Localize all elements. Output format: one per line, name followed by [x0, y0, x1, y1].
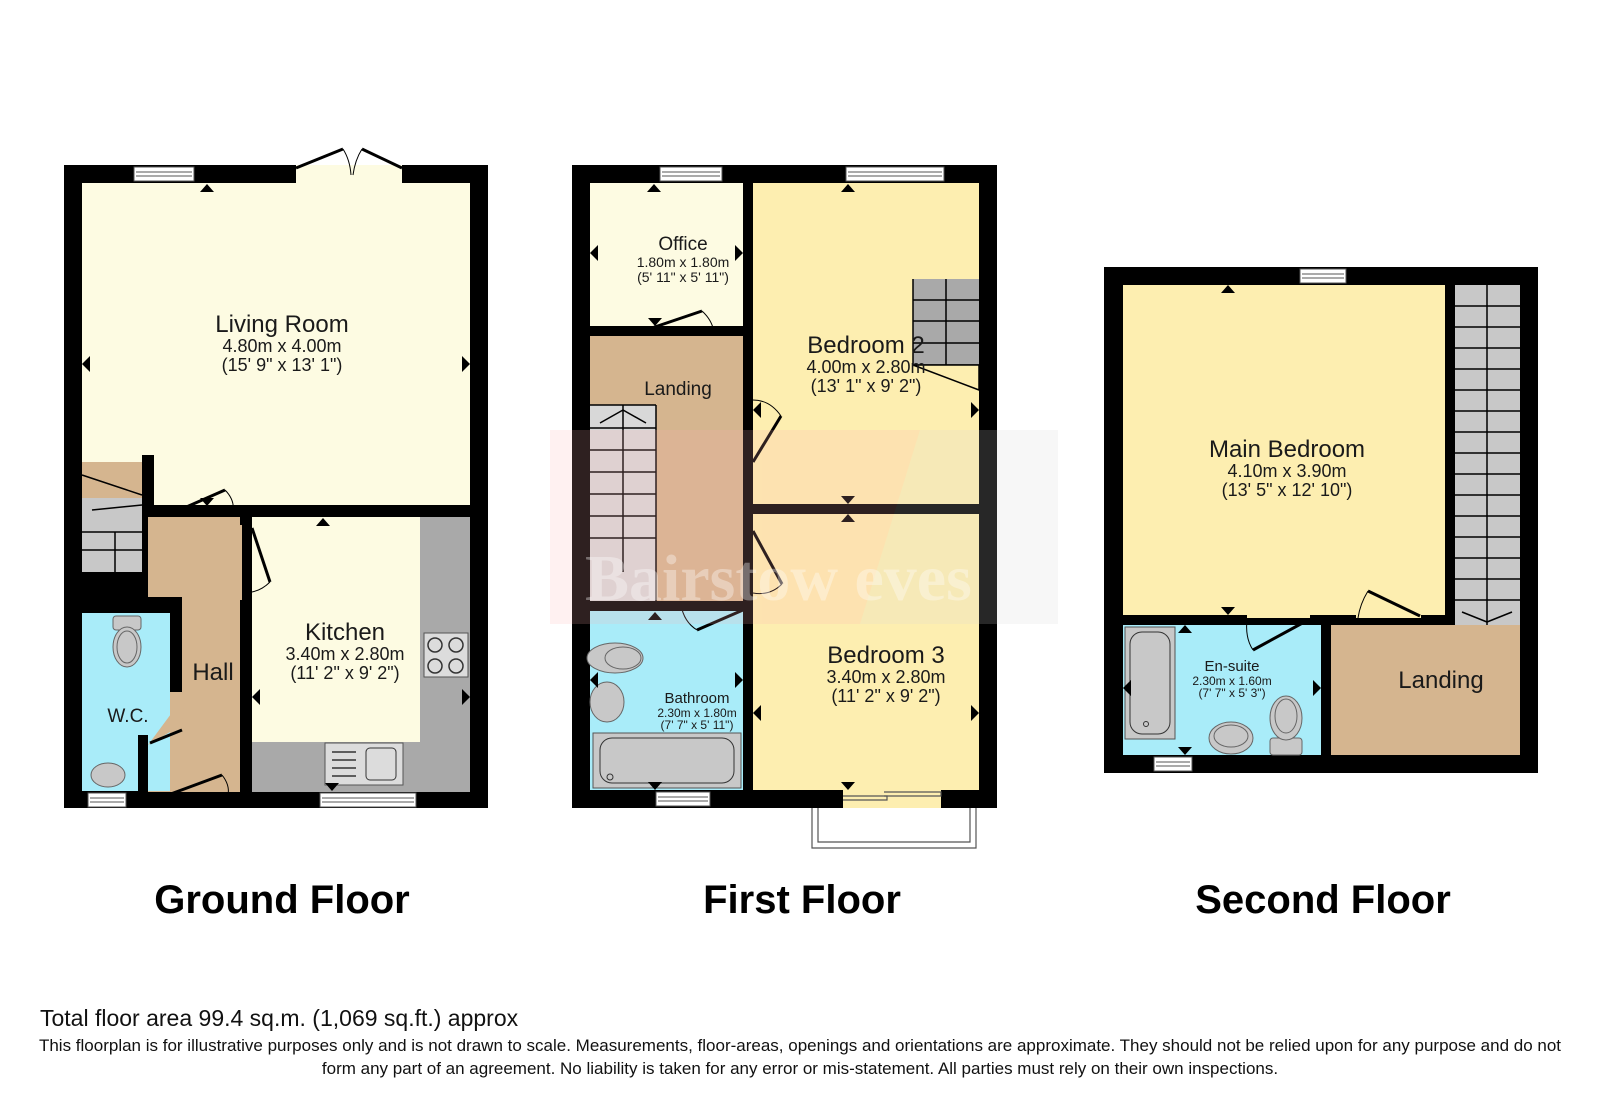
living-room-area — [82, 183, 470, 505]
room-name: Main Bedroom — [1208, 436, 1366, 463]
room-dimensions-metric: 3.40m x 2.80m — [285, 644, 405, 665]
room-dimensions-imperial: (13' 1" x 9' 2") — [810, 376, 922, 397]
room-name: Landing — [1398, 667, 1484, 694]
room-name: En-suite — [1204, 658, 1260, 675]
room-label-kitchen: Kitchen 3.40m x 2.80m (11' 2" x 9' 2") — [285, 620, 404, 683]
room-name: Office — [658, 234, 708, 255]
watermark — [550, 430, 1058, 624]
main-bedroom-area — [1123, 285, 1445, 618]
room-label-bedroom-2: Bedroom 2 4.00m x 2.80m (13' 1" x 9' 2") — [806, 333, 925, 396]
room-name: W.C. — [107, 706, 149, 727]
room-dimensions-imperial: (11' 2" x 9' 2") — [831, 686, 941, 707]
room-dimensions-imperial: (7' 7" x 5' 3") — [1198, 686, 1266, 701]
room-label-bathroom: Bathroom 2.30m x 1.80m (7' 7" x 5' 11") — [657, 691, 736, 732]
stair-treads — [1455, 305, 1520, 623]
room-label-living-room: Living Room 4.80m x 4.00m (15' 9" x 13' … — [215, 312, 348, 375]
window — [655, 791, 711, 807]
disclaimer: This floorplan is for illustrative purpo… — [38, 1036, 1562, 1078]
room-dimensions-imperial: (13' 5" x 12' 10") — [1221, 480, 1353, 501]
window — [133, 166, 195, 182]
office-area — [590, 183, 743, 326]
room-label-main-bedroom: Main Bedroom 4.10m x 3.90m (13' 5" x 12'… — [1209, 437, 1365, 500]
room-label-hall: Hall — [192, 660, 233, 685]
room-name: Kitchen — [304, 619, 386, 646]
room-dimensions-metric: 4.00m x 2.80m — [806, 357, 926, 378]
floor-title-second: Second Floor — [1195, 878, 1451, 922]
window — [87, 792, 127, 808]
room-dimensions-imperial: (15' 9" x 13' 1") — [221, 355, 343, 376]
landing-second-area — [1331, 625, 1520, 755]
room-name: Landing — [644, 379, 712, 400]
room-dimensions-metric: 3.40m x 2.80m — [826, 667, 946, 688]
room-label-bedroom-3: Bedroom 3 3.40m x 2.80m (11' 2" x 9' 2") — [826, 643, 945, 706]
window — [659, 166, 723, 182]
second-floor-plan — [1104, 267, 1538, 773]
room-name: Bedroom 3 — [827, 642, 945, 669]
window — [1299, 268, 1347, 284]
room-dimensions-metric: 4.10m x 3.90m — [1227, 461, 1347, 482]
floor-title-ground: Ground Floor — [154, 878, 410, 922]
room-dimensions-metric: 2.30m x 1.60m — [1192, 673, 1272, 688]
room-label-landing-first: Landing — [644, 380, 712, 400]
room-name: Bedroom 2 — [807, 332, 925, 359]
window — [1153, 756, 1193, 772]
floor-title-first: First Floor — [703, 878, 901, 922]
window — [319, 792, 417, 808]
room-name: Hall — [192, 659, 234, 686]
room-label-en-suite: En-suite 2.30m x 1.60m (7' 7" x 5' 3") — [1192, 659, 1271, 700]
room-label-office: Office 1.80m x 1.80m (5' 11" x 5' 11") — [637, 235, 730, 284]
ground-floor-plan — [64, 147, 488, 808]
total-floor-area: Total floor area 99.4 sq.m. (1,069 sq.ft… — [40, 1005, 519, 1031]
room-dimensions-imperial: (7' 7" x 5' 11") — [660, 718, 734, 733]
watermark-text: Bairstow eves — [585, 542, 972, 615]
bedroom-3-area — [753, 514, 979, 790]
room-dimensions-metric: 2.30m x 1.80m — [657, 705, 737, 720]
room-dimensions-metric: 4.80m x 4.00m — [222, 336, 342, 357]
first-floor-plan — [572, 165, 997, 849]
window — [845, 166, 945, 182]
room-dimensions-imperial: (5' 11" x 5' 11") — [637, 268, 729, 285]
room-name: Living Room — [215, 311, 349, 338]
room-dimensions-imperial: (11' 2" x 9' 2") — [290, 663, 400, 684]
room-label-landing-second: Landing — [1398, 668, 1483, 693]
room-dimensions-metric: 1.80m x 1.80m — [636, 253, 730, 270]
room-label-wc: W.C. — [107, 707, 148, 727]
room-name: Bathroom — [664, 690, 730, 707]
sink — [324, 742, 404, 786]
